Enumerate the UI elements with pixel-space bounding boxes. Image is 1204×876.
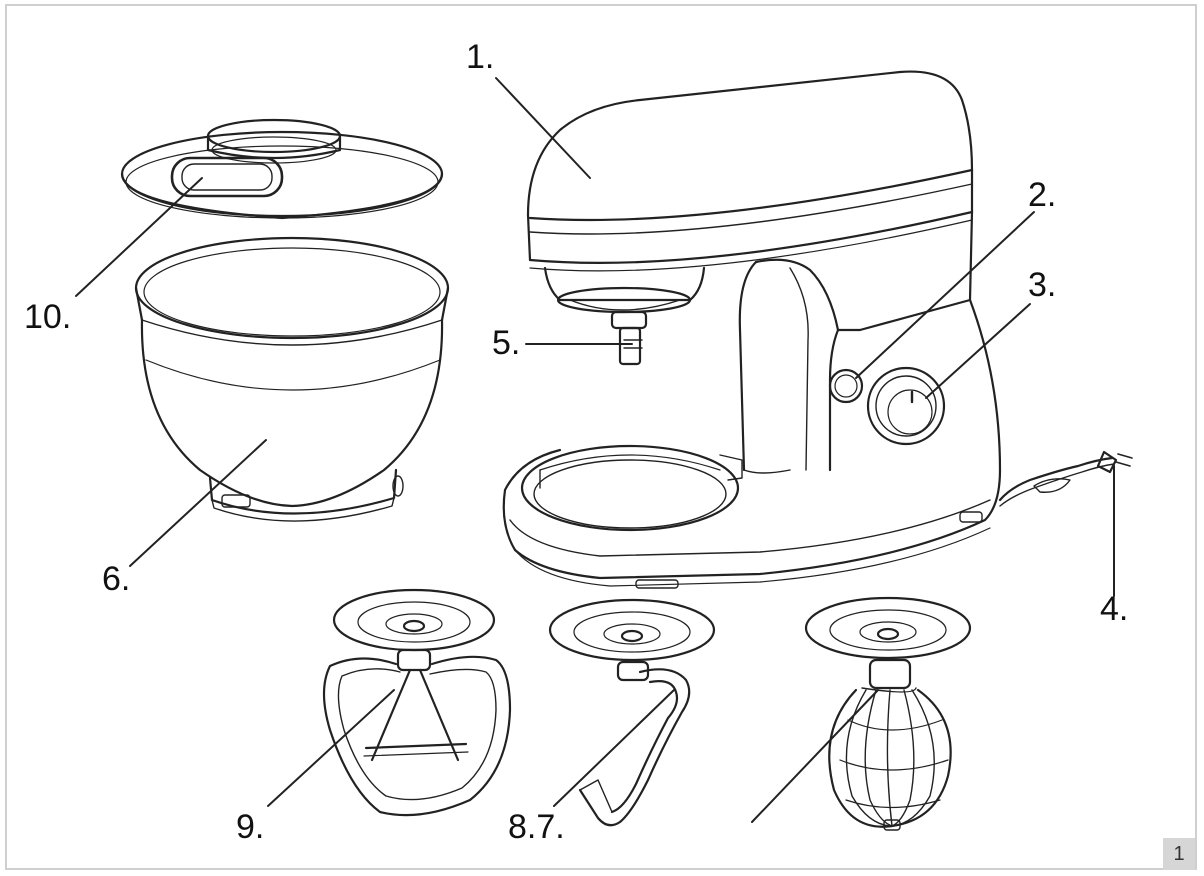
label-flat-beater: 9. [236, 808, 265, 846]
label-dough-hook: 8.7. [508, 808, 565, 846]
flat-beater-illustration [322, 588, 512, 817]
leader-line-whisk [751, 689, 879, 823]
whisk-illustration [804, 596, 972, 831]
label-bowl: 6. [102, 560, 131, 598]
leader-line-9 [267, 689, 395, 807]
dough-hook-illustration [548, 598, 716, 827]
label-mixer-head: 1. [466, 38, 495, 76]
label-button: 2. [1028, 176, 1057, 214]
leader-line-8-7 [553, 689, 675, 807]
mixer-body-illustration [502, 70, 1133, 589]
label-power-cord: 4. [1100, 590, 1129, 628]
leader-line-1 [495, 77, 591, 179]
leader-line-2 [855, 211, 1035, 379]
label-speed-knob: 3. [1028, 266, 1057, 304]
leader-line-6 [129, 439, 267, 567]
bowl-illustration [134, 236, 450, 522]
lid-illustration [120, 118, 444, 220]
leader-line-10 [75, 177, 203, 297]
page-number-badge: 1 [1163, 838, 1195, 870]
leader-lines [75, 77, 1115, 823]
label-lid: 10. [24, 298, 72, 336]
label-drive-shaft: 5. [492, 324, 521, 362]
leader-line-3 [925, 303, 1031, 399]
